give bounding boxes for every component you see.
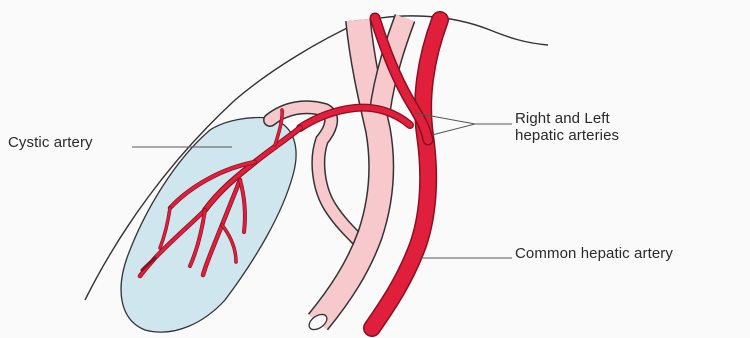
label-right-left-line1: Right and Left [515,110,619,127]
leader-line-hepatic-right [432,124,475,135]
label-common-hepatic-artery: Common hepatic artery [515,245,673,262]
label-right-left-line2: hepatic arteries [515,127,619,144]
label-right-left-hepatic-arteries: Right and Left hepatic arteries [515,110,619,144]
label-cystic-artery: Cystic artery [8,134,93,151]
